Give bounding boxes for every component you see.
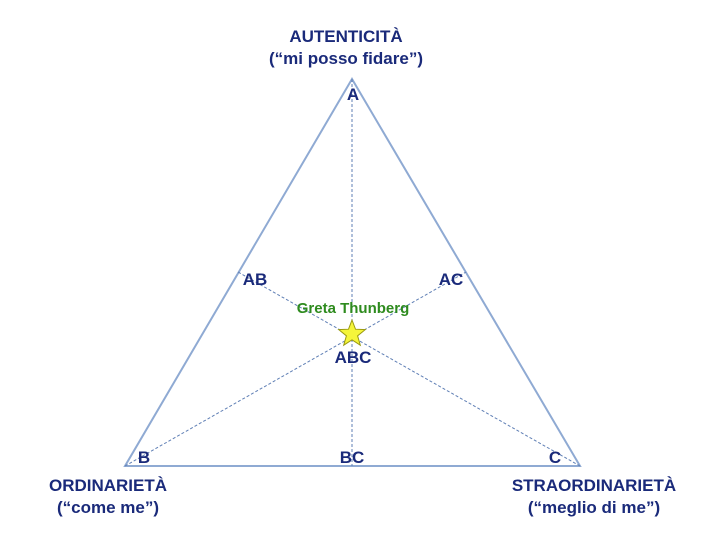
vertex-label-b: B [138, 448, 150, 467]
vertex-label-abc: ABC [335, 348, 372, 367]
corner-title-right: STRAORDINARIETÀ [512, 476, 676, 495]
triangle-outline [123, 77, 582, 467]
star-icon [337, 318, 367, 347]
vertex-label-c: C [549, 448, 561, 467]
marker-label: Greta Thunberg [297, 300, 410, 317]
median-c-ab [237, 271, 581, 467]
corner-subtitle-left: (“come me”) [57, 498, 159, 517]
corner-subtitle-top: (“mi posso fidare”) [269, 49, 423, 68]
corner-subtitle-right: (“meglio di me”) [528, 498, 660, 517]
median-b-ac [124, 271, 467, 467]
vertex-label-ab: AB [243, 270, 268, 289]
corner-title-top: AUTENTICITÀ [289, 27, 402, 46]
vertex-label-bc: BC [340, 448, 365, 467]
vertex-label-ac: AC [439, 270, 464, 289]
vertex-label-a: A [347, 85, 359, 104]
corner-title-left: ORDINARIETÀ [49, 476, 167, 495]
